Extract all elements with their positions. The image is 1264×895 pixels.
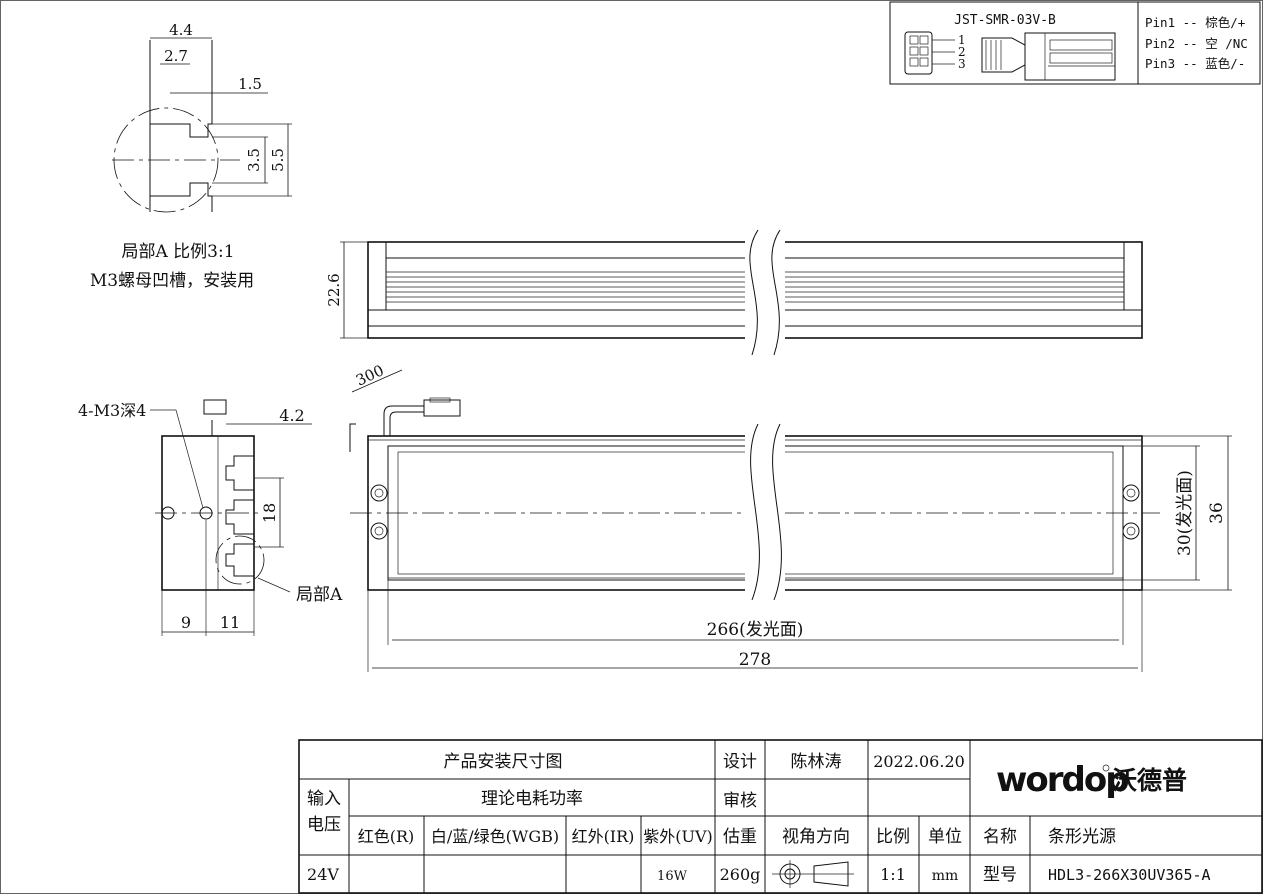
- detail-a-callout: 局部A: [296, 585, 343, 605]
- scale-value: 1:1: [880, 865, 906, 884]
- logo-latin: wordop: [996, 760, 1128, 800]
- emit-length-dim: 266(发光面): [707, 620, 804, 640]
- screw-icon: [1122, 484, 1140, 502]
- view-direction-label: 视角方向: [782, 827, 850, 847]
- pin-number-3: 3: [958, 57, 966, 71]
- detail-caption-scale: 局部A 比例3:1: [121, 242, 234, 262]
- col-red-label: 红色(R): [358, 827, 415, 846]
- connector-face-icon: [904, 31, 955, 75]
- side-dim-9: 9: [181, 613, 191, 632]
- company-logo: wordop 沃德普: [996, 760, 1187, 800]
- detail-dim-1-5: 1.5: [238, 75, 262, 93]
- side-dim-4-2: 4.2: [279, 406, 304, 425]
- screw-icon: [370, 522, 388, 540]
- model-value: HDL3-266X30UV365-A: [1048, 866, 1211, 884]
- hole-spec-label: 4-M3深4: [78, 401, 146, 420]
- side-dim-11: 11: [220, 613, 240, 632]
- design-label: 设计: [723, 752, 757, 772]
- projection-symbol-icon: [772, 860, 854, 888]
- drawing-title: 产品安装尺寸图: [444, 752, 563, 772]
- screw-icon: [370, 484, 388, 502]
- name-value: 条形光源: [1048, 827, 1116, 847]
- power-label: 理论电耗功率: [481, 789, 583, 809]
- total-length-dim: 278: [739, 650, 771, 670]
- top-view: 22.6: [325, 229, 1143, 356]
- col-wbg-label: 白/蓝/绿色(WGB): [431, 827, 559, 846]
- cable-length-dim: 300: [353, 361, 387, 389]
- pin3-label: Pin3 -- 蓝色/-: [1145, 56, 1245, 71]
- pin-number-2: 2: [958, 45, 966, 59]
- designer-name: 陈林涛: [791, 752, 842, 772]
- input-voltage-label: 输入电压: [307, 789, 341, 835]
- pin2-label: Pin2 -- 空 /NC: [1145, 36, 1248, 51]
- uv-power-value: 16W: [657, 869, 688, 884]
- review-label: 审核: [723, 791, 757, 811]
- connector-side-icon: [981, 32, 1116, 81]
- connector-model: JST-SMR-03V-B: [954, 13, 1056, 28]
- weight-value: 260g: [720, 865, 761, 884]
- voltage-value: 24V: [307, 865, 339, 884]
- screw-icon: [1122, 522, 1140, 540]
- detail-dim-3-5: 3.5: [245, 148, 263, 172]
- title-block: 产品安装尺寸图 设计 陈林涛 2022.06.20 理论电耗功率 审核 输入电压…: [298, 739, 1263, 894]
- detail-caption-note: M3螺母凹槽，安装用: [90, 271, 254, 291]
- model-label: 型号: [983, 865, 1017, 885]
- unit-value: mm: [932, 868, 959, 884]
- detail-dim-4-4: 4.4: [169, 21, 193, 39]
- top-dim-22-6: 22.6: [325, 273, 343, 306]
- drawing-date: 2022.06.20: [873, 752, 965, 771]
- side-view: 4-M3深4 4.2 18 局部A 9 11: [78, 399, 343, 636]
- detail-a-view: 4.4 2.7 1.5 3.5 5.5 局部A 比例3:1 M3螺母凹槽，安装用: [90, 21, 292, 291]
- side-dim-18: 18: [260, 503, 279, 523]
- total-height-dim: 36: [1207, 502, 1227, 524]
- emit-height-dim: 30(发光面): [1175, 470, 1195, 556]
- detail-dim-2-7: 2.7: [164, 47, 188, 65]
- weight-label: 估重: [723, 827, 757, 847]
- side-connector-icon: [203, 399, 227, 415]
- col-ir-label: 红外(IR): [572, 827, 635, 846]
- front-view: 300 30(发光面) 36 266(发光面) 278: [349, 361, 1232, 672]
- scale-label: 比例: [876, 827, 910, 847]
- name-label: 名称: [983, 827, 1017, 847]
- detail-dim-5-5: 5.5: [269, 148, 287, 172]
- pin-number-1: 1: [958, 33, 966, 47]
- input-voltage-label-box: 输入电压: [307, 789, 341, 835]
- cable-icon: [349, 397, 461, 452]
- pin1-label: Pin1 -- 棕色/+: [1145, 15, 1245, 30]
- connector-box: JST-SMR-03V-B 1 2 3: [889, 1, 1261, 85]
- col-uv-label: 紫外(UV): [643, 827, 713, 846]
- unit-label: 单位: [928, 827, 962, 847]
- logo-chinese: 沃德普: [1112, 766, 1187, 795]
